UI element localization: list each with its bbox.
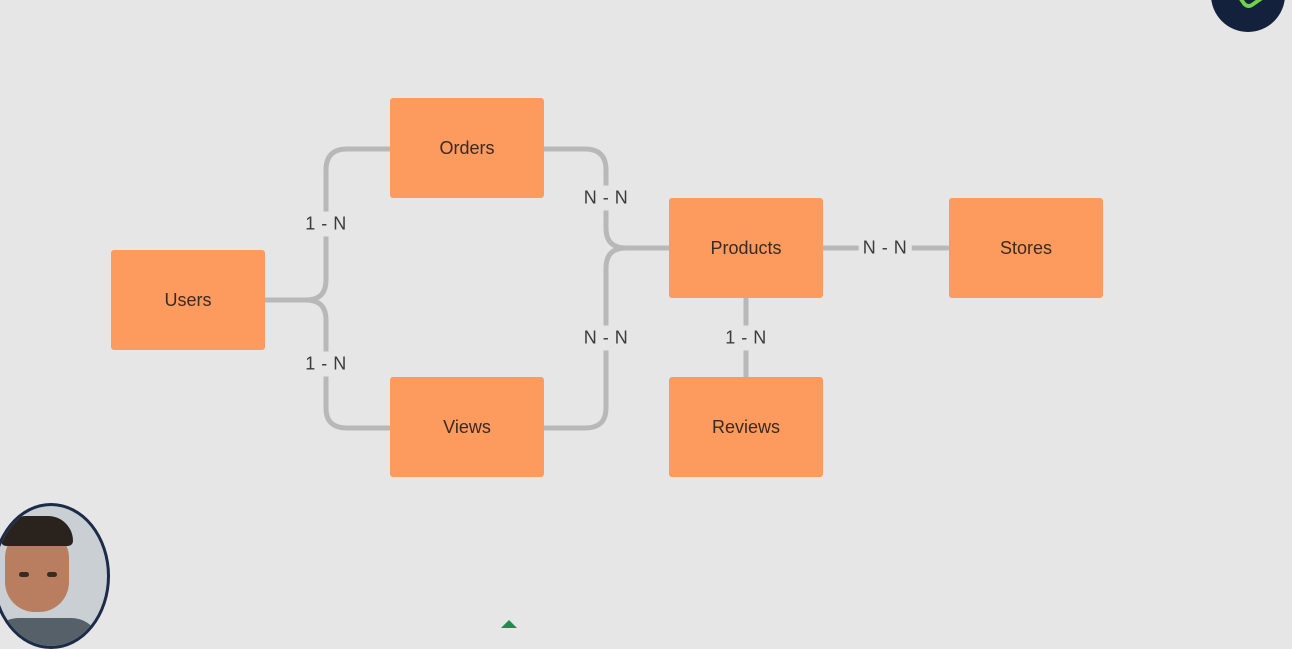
presenter-eye-left <box>19 572 29 577</box>
rel-views-products: N - N <box>579 325 633 351</box>
presenter-hair <box>1 516 73 546</box>
rel-orders-products: N - N <box>579 185 633 211</box>
entity-views[interactable]: Views <box>390 377 544 477</box>
connector-users-views <box>303 297 392 431</box>
entity-reviews[interactable]: Reviews <box>669 377 823 477</box>
rel-products-stores: N - N <box>858 235 912 261</box>
triangle-marker-icon <box>501 620 517 628</box>
rel-products-reviews: 1 - N <box>721 325 771 351</box>
rel-users-orders: 1 - N <box>301 211 351 237</box>
entity-users[interactable]: Users <box>111 250 265 350</box>
entity-stores[interactable]: Stores <box>949 198 1103 298</box>
entity-orders[interactable]: Orders <box>390 98 544 198</box>
presenter-eye-right <box>47 572 57 577</box>
presenter-shirt <box>0 618 101 646</box>
logo-mark <box>1231 0 1269 12</box>
connector-views-products <box>542 245 629 431</box>
rel-users-views: 1 - N <box>301 351 351 377</box>
entity-products[interactable]: Products <box>669 198 823 298</box>
